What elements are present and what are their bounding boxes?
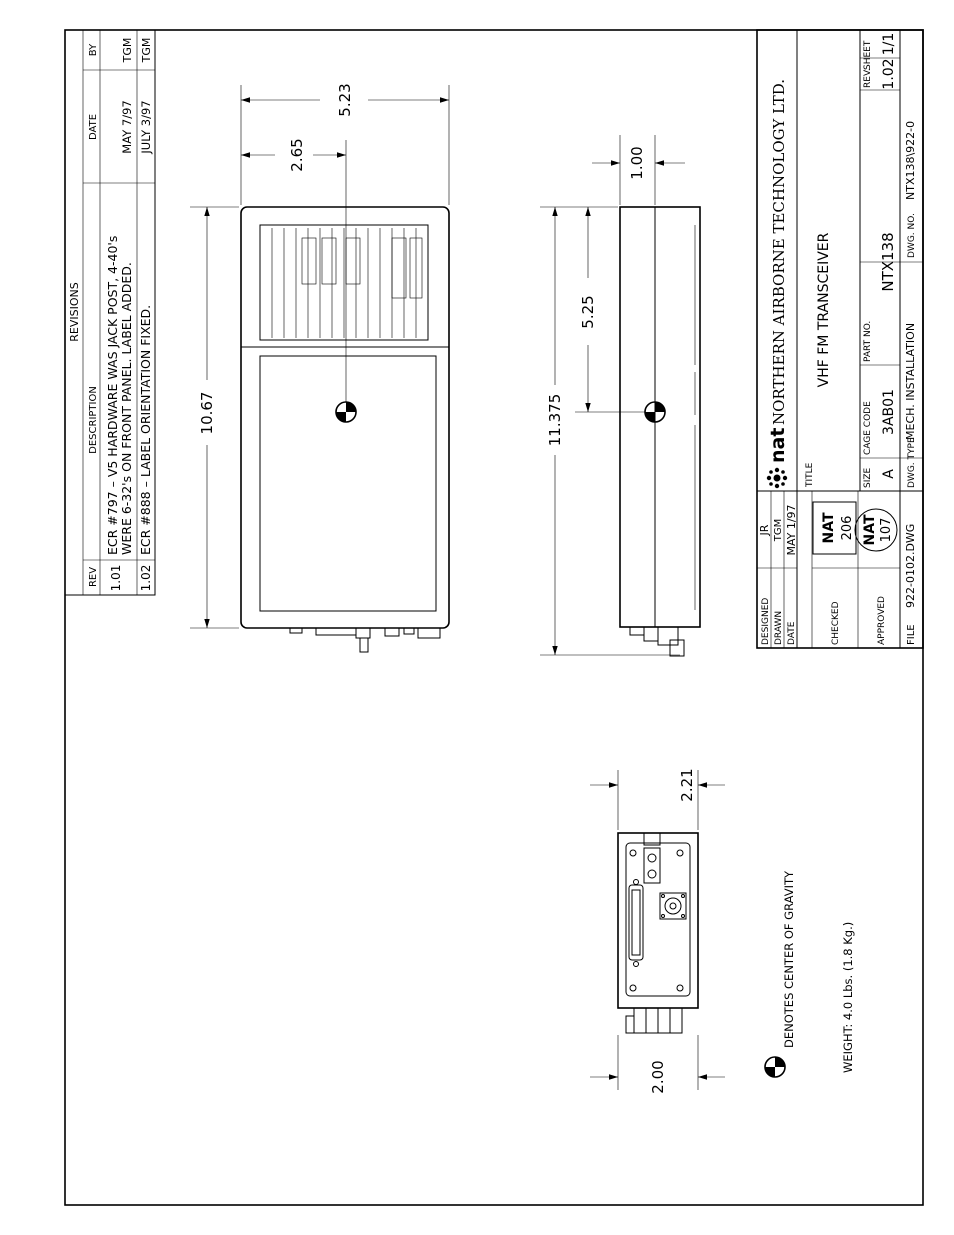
part-no-label: PART NO. xyxy=(863,321,873,362)
revisions-title: REVISIONS xyxy=(68,282,81,341)
drawing-title: VHF FM TRANSCEIVER xyxy=(816,232,832,387)
part-no-value: NTX138 xyxy=(879,232,897,291)
date-header: DATE xyxy=(88,114,99,140)
revision-row-description: WERE 6-32's ON FRONT PANEL. LABEL ADDED. xyxy=(119,262,134,555)
dwg-type-value: MECH. INSTALLATION xyxy=(904,323,917,440)
checked-stamp-line: 206 xyxy=(840,516,855,541)
approved-stamp: NAT 107 xyxy=(854,508,898,552)
revision-row-description: ECR #797 – V5 HARDWARE WAS JACK POST, 4-… xyxy=(105,236,120,555)
dwg-type-label: DWG. TYPE xyxy=(907,437,917,488)
dimension-side-length: 11.375 xyxy=(546,394,564,447)
revisions-table: REVISIONS REV DESCRIPTION DATE BY 1.01 E… xyxy=(64,29,156,596)
dimension-side-height: 1.00 xyxy=(628,146,646,179)
dwg-no-label: DWG. NO. xyxy=(907,213,917,258)
end-view-dimensions: 2.21 2.00 xyxy=(590,768,725,1094)
dwg-no-value: NTX138\922-0 xyxy=(904,121,917,200)
top-view xyxy=(240,206,450,653)
center-of-gravity-icon xyxy=(764,1056,786,1078)
by-header: BY xyxy=(88,43,99,56)
file-label: FILE xyxy=(906,624,917,645)
designed-label: DESIGNED xyxy=(761,598,771,645)
revision-row-by: TGM xyxy=(140,38,153,64)
approved-stamp-line: 107 xyxy=(879,518,894,543)
company-logo-icon xyxy=(766,467,788,489)
cage-code-label: CAGE CODE xyxy=(863,401,873,455)
dimension-end-height: 2.21 xyxy=(678,768,696,801)
sheet-value: 1/1 xyxy=(881,33,897,56)
drawn-by: TGM xyxy=(773,519,784,543)
sheet-label: SHEET xyxy=(863,40,873,70)
dimension-overall-width: 5.23 xyxy=(336,83,354,116)
drawn-label: DRAWN xyxy=(774,611,784,645)
center-of-gravity-icon xyxy=(335,401,357,423)
cage-code-value: 3AB01 xyxy=(881,389,897,435)
dimension-cg-width: 2.65 xyxy=(288,138,306,171)
approved-label: APPROVED xyxy=(877,596,887,645)
date-value: MAY 1/97 xyxy=(785,504,798,555)
dimension-top-length: 10.67 xyxy=(198,392,216,435)
dimension-end-width: 2.00 xyxy=(649,1060,667,1093)
company-name: NORTHERN AIRBORNE TECHNOLOGY LTD. xyxy=(770,79,788,425)
revision-row-description: ECR #888 – LABEL ORIENTATION FIXED. xyxy=(138,305,153,555)
weight-note: WEIGHT: 4.0 Lbs. (1.8 Kg.) xyxy=(841,922,855,1073)
rev-header: REV xyxy=(88,567,99,587)
end-view xyxy=(617,832,699,1034)
checked-label: CHECKED xyxy=(831,601,841,645)
file-value: 922-0102.DWG xyxy=(904,524,917,608)
top-view-dimensions: 5.23 2.65 10.67 xyxy=(190,83,450,629)
date-label: DATE xyxy=(787,621,797,645)
side-view-dimensions: 11.375 5.25 1.00 xyxy=(540,135,685,656)
cg-legend-text: DENOTES CENTER OF GRAVITY xyxy=(782,870,796,1048)
side-view xyxy=(619,206,701,657)
title-label: TITLE xyxy=(805,462,815,488)
size-value: A xyxy=(881,469,897,479)
revision-row-date: MAY 7/97 xyxy=(120,100,134,153)
rev-label: REV. xyxy=(863,68,873,88)
title-block: nat NORTHERN AIRBORNE TECHNOLOGY LTD. TI… xyxy=(756,29,924,649)
revision-row-rev: 1.01 xyxy=(109,565,123,592)
approved-stamp-line: NAT xyxy=(862,514,878,545)
revision-row-by: TGM xyxy=(121,38,134,64)
product-label xyxy=(259,224,429,341)
notes: DENOTES CENTER OF GRAVITY WEIGHT: 4.0 Lb… xyxy=(764,870,855,1078)
rev-value: 1.02 xyxy=(881,58,897,89)
checked-stamp-line: NAT xyxy=(821,512,837,543)
checked-stamp: NAT 206 xyxy=(812,501,857,555)
designed-by: JR xyxy=(758,524,771,536)
center-of-gravity-icon xyxy=(644,401,666,423)
description-header: DESCRIPTION xyxy=(88,386,99,454)
company-logo-text: nat xyxy=(767,428,789,463)
revision-row-date: JULY 3/97 xyxy=(139,100,153,154)
size-label: SIZE xyxy=(863,467,873,488)
revision-row-rev: 1.02 xyxy=(139,565,153,592)
dimension-side-cg: 5.25 xyxy=(579,295,597,328)
